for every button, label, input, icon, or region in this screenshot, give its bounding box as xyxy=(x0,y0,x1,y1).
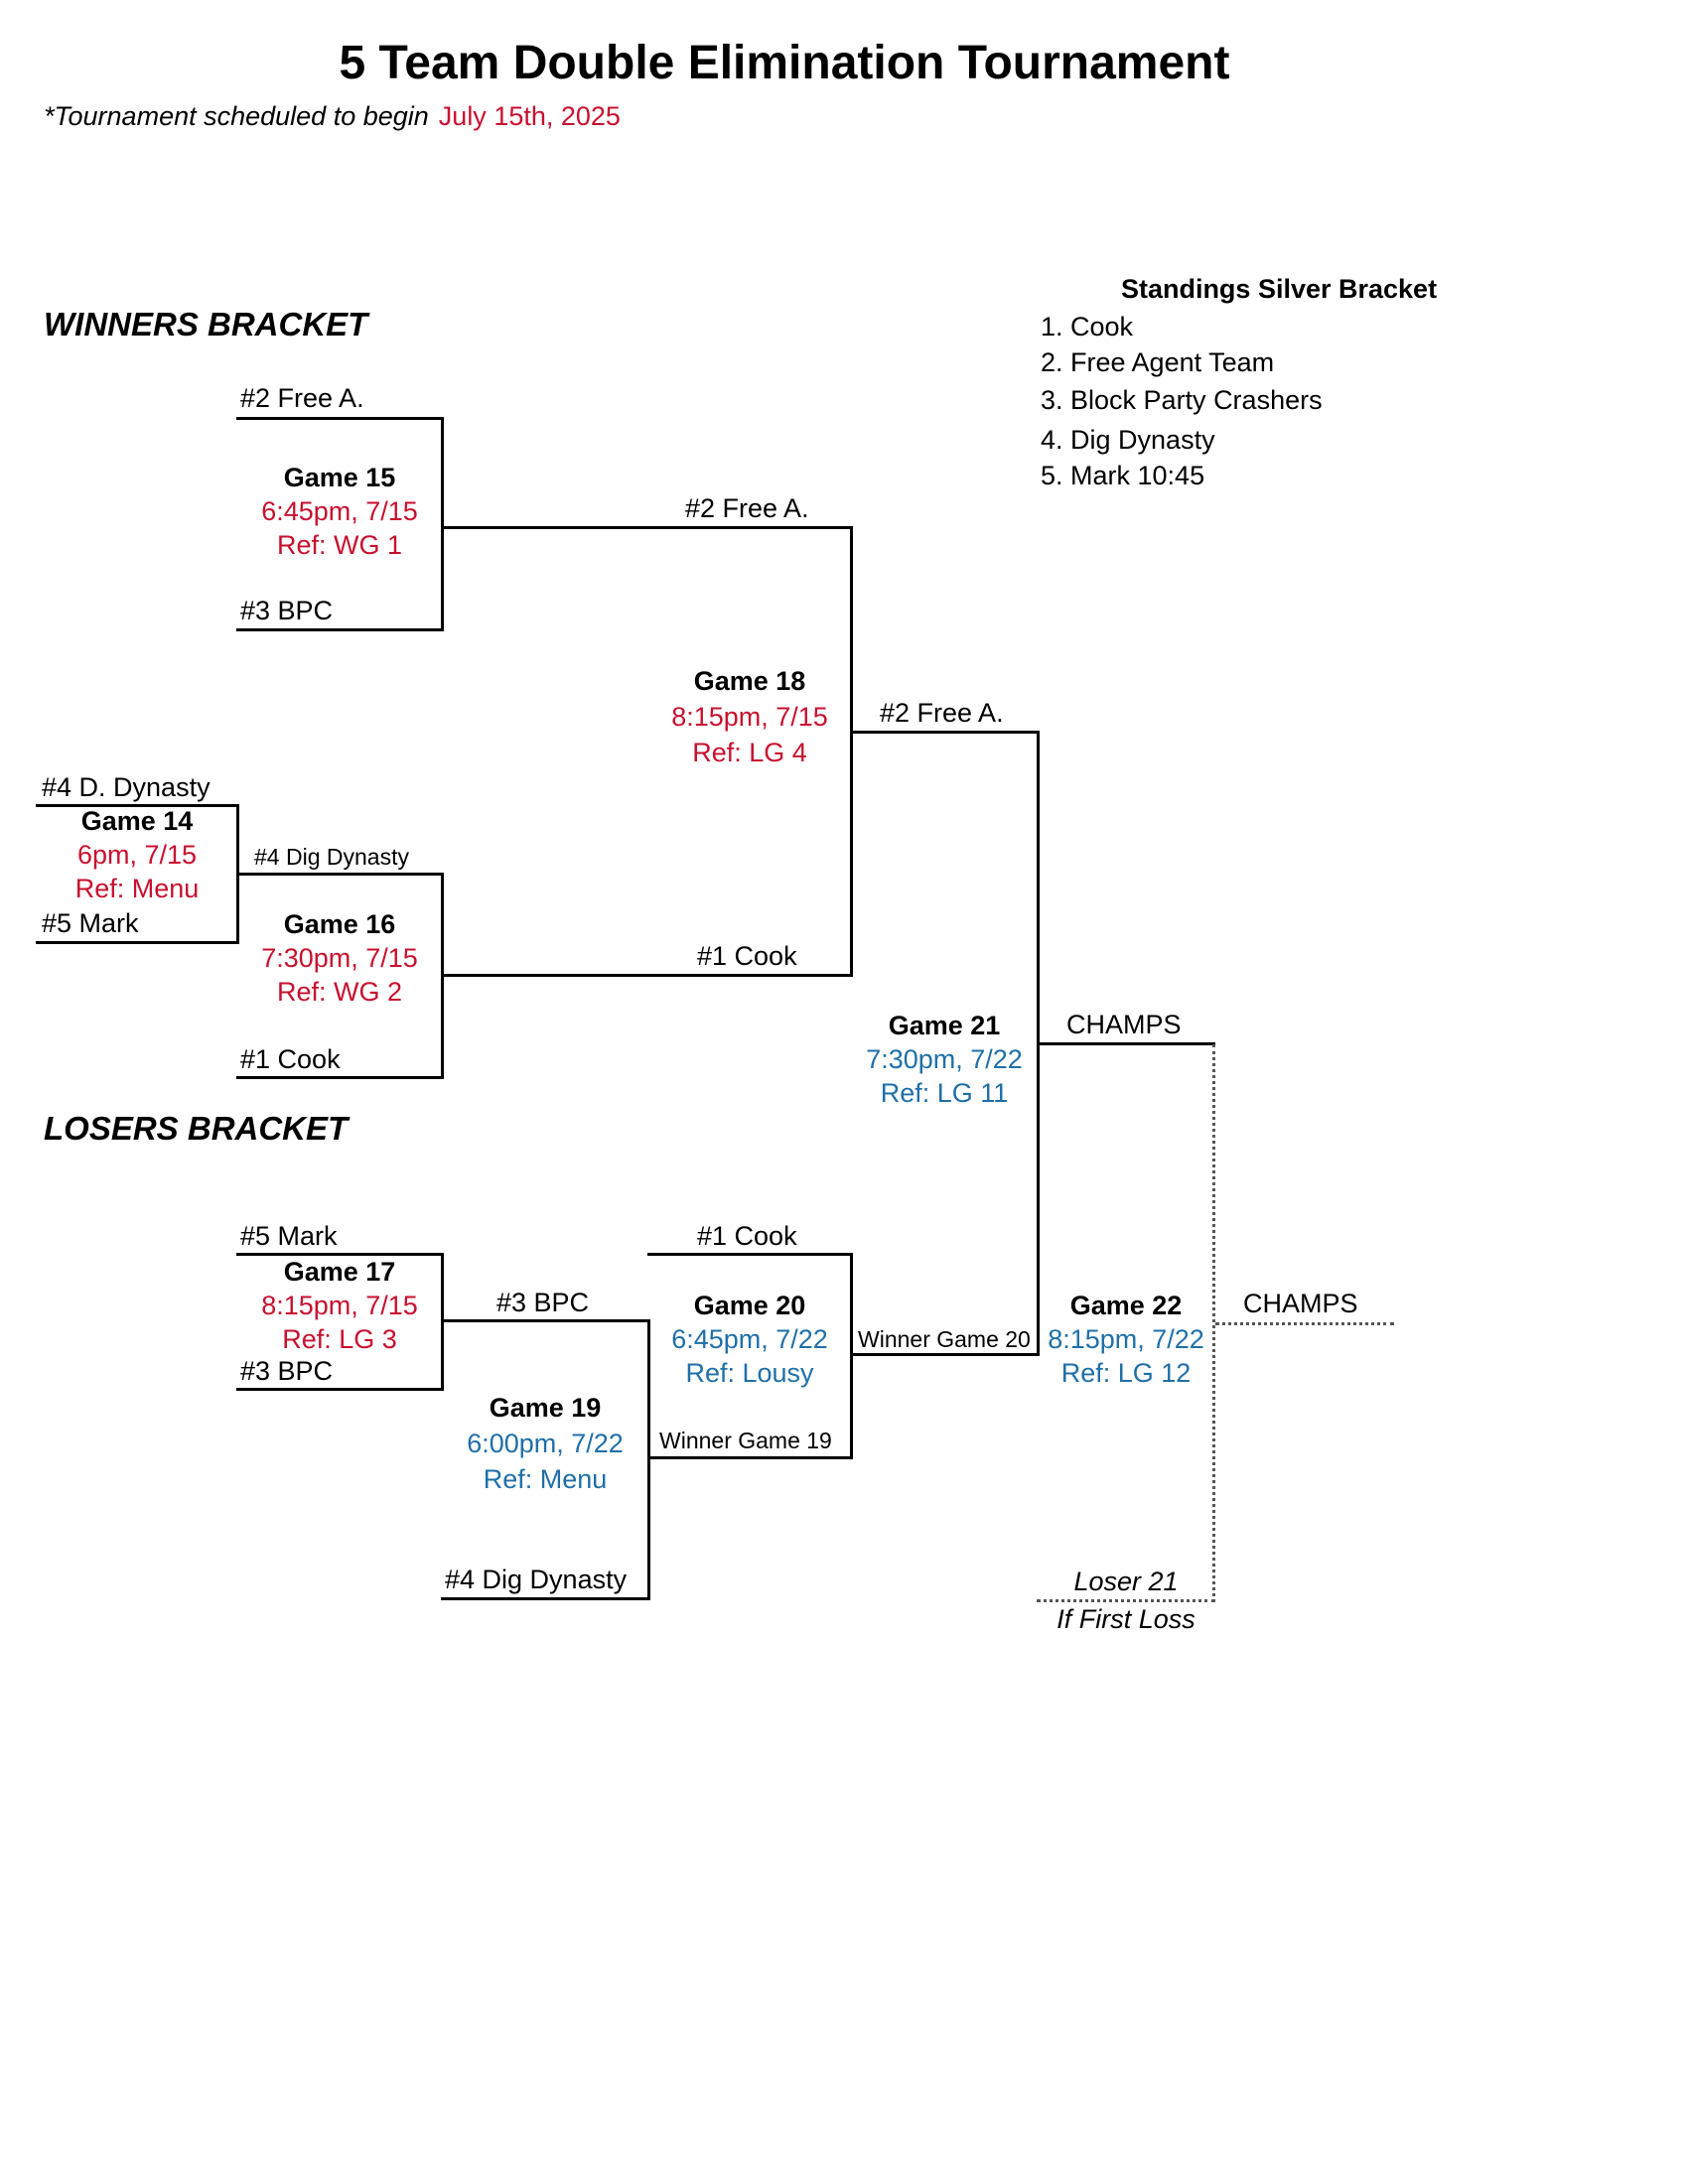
g20-top-line xyxy=(647,1253,852,1256)
game-ref: Ref: LG 12 xyxy=(1060,1358,1192,1388)
g17-top-team: #5 Mark xyxy=(240,1221,338,1251)
g18-top-line xyxy=(441,526,852,529)
game-ref: Ref: Menu xyxy=(74,874,200,903)
game-21-info: Game 21 7:30pm, 7/22 Ref: LG 11 xyxy=(850,1009,1039,1110)
g14-bottom-line xyxy=(36,941,238,944)
game-time: 7:30pm, 7/22 xyxy=(866,1044,1023,1074)
losers-bracket-heading: LOSERS BRACKET xyxy=(44,1110,349,1147)
game-name: Game 22 xyxy=(1069,1291,1183,1320)
g22-connector xyxy=(1212,1044,1215,1602)
game-ref: Ref: WG 2 xyxy=(276,977,403,1007)
g21-top-team: #2 Free A. xyxy=(880,698,1004,728)
game-time: 6:45pm, 7/15 xyxy=(261,496,418,526)
game-time: 8:15pm, 7/22 xyxy=(1048,1324,1204,1354)
game-ref: Ref: Menu xyxy=(483,1464,608,1494)
g19-bottom-line xyxy=(441,1597,649,1600)
g22-winner-label: CHAMPS xyxy=(1243,1289,1358,1318)
start-note-label: *Tournament scheduled to begin xyxy=(44,101,429,131)
game-name: Game 14 xyxy=(80,806,194,836)
game-name: Game 18 xyxy=(693,666,806,696)
g18-bottom-team: #1 Cook xyxy=(697,941,797,971)
game-ref: Ref: LG 4 xyxy=(692,738,807,767)
game-15-info: Game 15 6:45pm, 7/15 Ref: WG 1 xyxy=(236,461,443,562)
game-20-info: Game 20 6:45pm, 7/22 Ref: Lousy xyxy=(647,1289,852,1390)
g19-top-team: #3 BPC xyxy=(496,1288,590,1317)
game-time: 8:15pm, 7/15 xyxy=(671,702,828,732)
g21-winner-label: CHAMPS xyxy=(1066,1010,1182,1039)
g14-top-line xyxy=(36,804,238,807)
g16-top-team: #4 Dig Dynasty xyxy=(254,844,409,870)
g18-bottom-line xyxy=(441,974,852,977)
g14-bottom-team: #5 Mark xyxy=(42,908,139,938)
game-time: 7:30pm, 7/15 xyxy=(261,943,418,973)
g18-top-team: #2 Free A. xyxy=(685,493,809,523)
g21-bottom-team: Winner Game 20 xyxy=(858,1326,1031,1352)
standings-title: Standings Silver Bracket xyxy=(1120,274,1438,304)
game-16-info: Game 16 7:30pm, 7/15 Ref: WG 2 xyxy=(236,907,443,1009)
game-22-info: Game 22 8:15pm, 7/22 Ref: LG 12 xyxy=(1037,1289,1215,1390)
g15-top-team: #2 Free A. xyxy=(240,383,364,413)
page-title: 5 Team Double Elimination Tournament xyxy=(339,37,1230,89)
g22-bottom-line xyxy=(1037,1599,1215,1602)
game-17-info: Game 17 8:15pm, 7/15 Ref: LG 3 xyxy=(236,1255,443,1356)
g22-winner-line xyxy=(1215,1322,1394,1325)
g21-top-line xyxy=(850,731,1039,734)
g19-connector xyxy=(647,1319,650,1600)
winners-bracket-heading: WINNERS BRACKET xyxy=(44,306,368,342)
g18-connector xyxy=(850,526,853,977)
g21-winner-line xyxy=(1037,1042,1215,1045)
game-19-info: Game 19 6:00pm, 7/22 Ref: Menu xyxy=(441,1390,649,1497)
game-ref: Ref: Lousy xyxy=(685,1358,814,1388)
g20-bottom-team: Winner Game 19 xyxy=(659,1428,832,1453)
g14-top-team: #4 D. Dynasty xyxy=(42,772,211,802)
start-date-note: *Tournament scheduled to begin July 15th,… xyxy=(44,101,621,132)
standings-item: 5. Mark 10:45 xyxy=(1041,461,1205,490)
g20-connector xyxy=(850,1253,853,1459)
g16-top-line xyxy=(236,873,443,876)
g16-bottom-team: #1 Cook xyxy=(240,1044,341,1074)
g21-bottom-line xyxy=(850,1353,1039,1356)
g15-bottom-line xyxy=(236,628,443,631)
g17-top-line xyxy=(236,1253,443,1256)
g16-bottom-line xyxy=(236,1076,443,1079)
g19-bottom-team: #4 Dig Dynasty xyxy=(445,1565,628,1594)
g22-condition-note: If First Loss xyxy=(1056,1604,1196,1634)
standings-item: 2. Free Agent Team xyxy=(1041,347,1275,377)
game-time: 6pm, 7/15 xyxy=(76,840,198,870)
g15-connector xyxy=(441,417,444,631)
g17-bottom-team: #3 BPC xyxy=(240,1356,334,1386)
game-time: 6:00pm, 7/22 xyxy=(467,1429,624,1458)
game-18-info: Game 18 8:15pm, 7/15 Ref: LG 4 xyxy=(647,663,852,770)
game-name: Game 19 xyxy=(489,1393,602,1423)
standings-item: 3. Block Party Crashers xyxy=(1041,385,1323,415)
g19-top-line xyxy=(441,1319,649,1322)
g20-top-team: #1 Cook xyxy=(697,1221,797,1251)
game-ref: Ref: LG 3 xyxy=(282,1324,397,1354)
game-14-info: Game 14 6pm, 7/15 Ref: Menu xyxy=(36,804,238,905)
game-name: Game 21 xyxy=(888,1011,1001,1040)
game-ref: Ref: WG 1 xyxy=(276,530,403,560)
g17-bottom-line xyxy=(236,1388,443,1391)
g22-bottom-team: Loser 21 xyxy=(1073,1567,1179,1596)
game-time: 8:15pm, 7/15 xyxy=(261,1291,418,1320)
game-name: Game 17 xyxy=(283,1257,396,1287)
game-name: Game 20 xyxy=(693,1291,806,1320)
standings-item: 4. Dig Dynasty xyxy=(1041,425,1215,455)
game-ref: Ref: LG 11 xyxy=(880,1078,1009,1108)
game-time: 6:45pm, 7/22 xyxy=(671,1324,828,1354)
start-date: July 15th, 2025 xyxy=(438,101,621,131)
g20-bottom-line xyxy=(647,1456,852,1459)
game-name: Game 16 xyxy=(283,909,396,939)
g15-top-line xyxy=(236,417,443,420)
game-name: Game 15 xyxy=(283,463,396,492)
standings-item: 1. Cook xyxy=(1041,312,1134,341)
g15-bottom-team: #3 BPC xyxy=(240,596,334,625)
